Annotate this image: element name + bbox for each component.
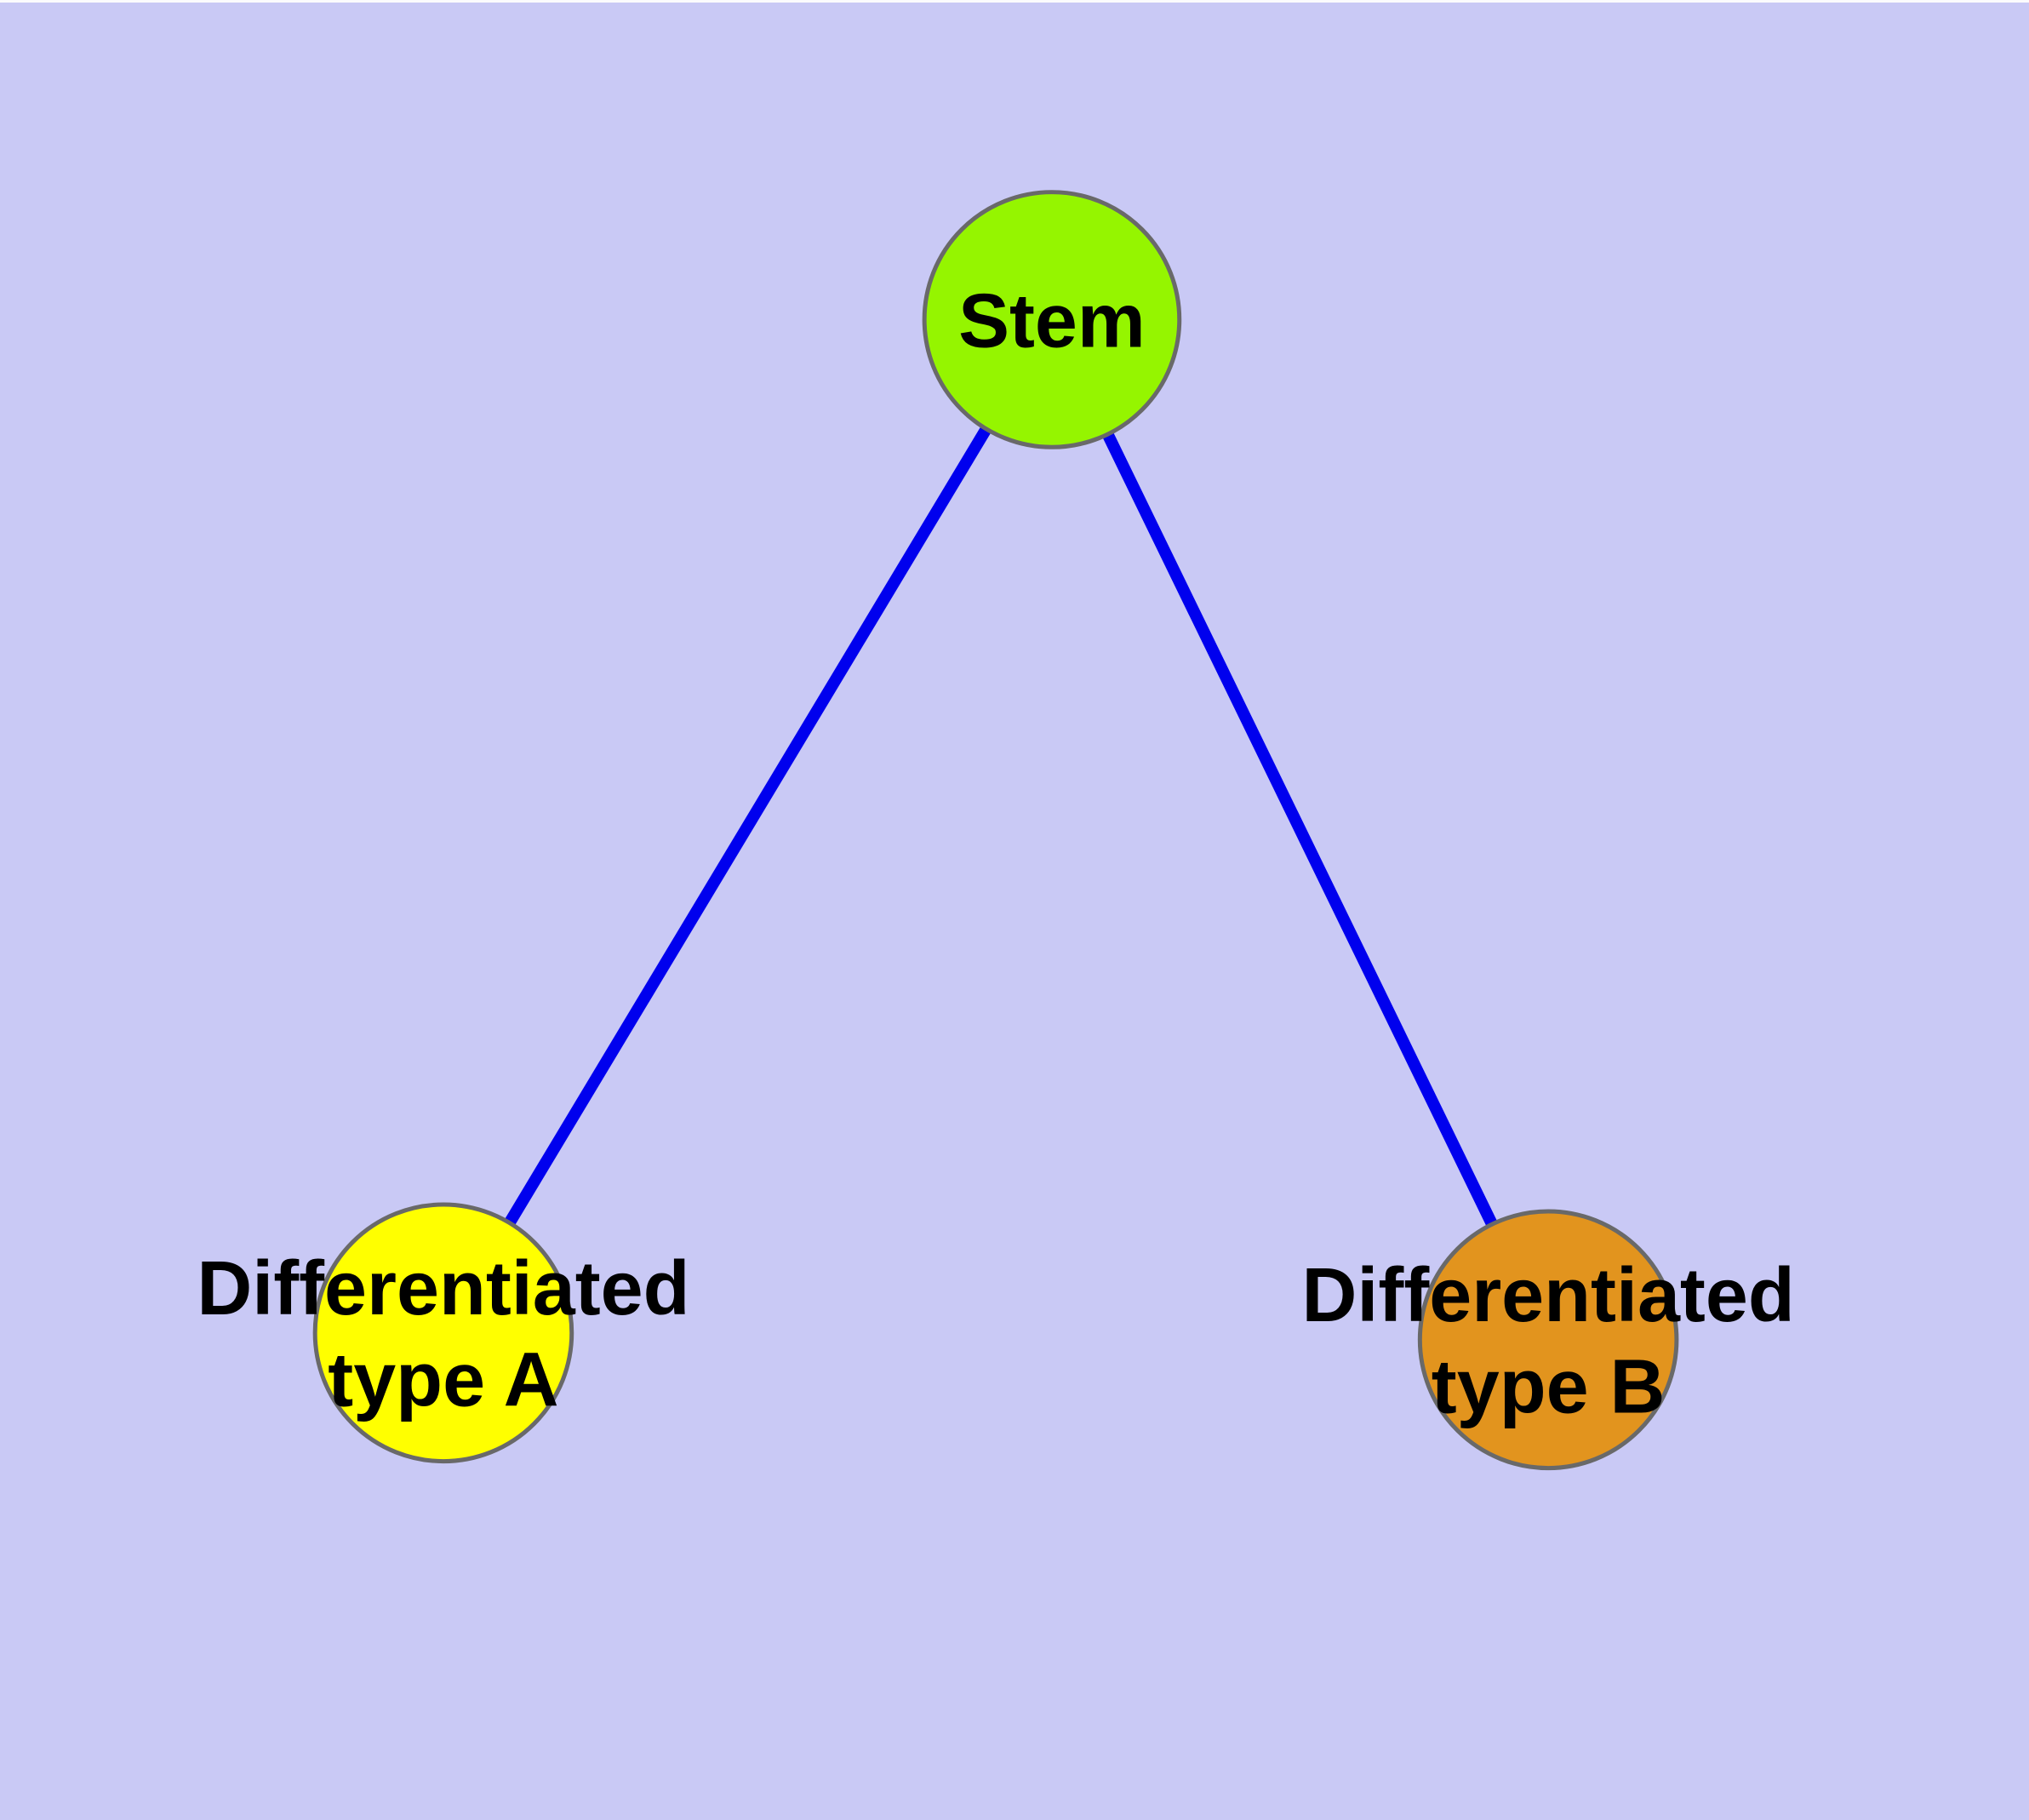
edge-stem-to-differentiated-type-a [437,316,1057,1336]
edge-stem-to-differentiated-type-b [1046,317,1554,1342]
node-differentiated-type-a-label-line-2: type A [328,1338,558,1423]
node-differentiated-type-b-label-line-1: Differentiated [1302,1253,1795,1338]
node-differentiated-type-a-label-line-1: Differentiated [197,1246,689,1331]
node-differentiated-type-b-label-line-2: type B [1432,1345,1666,1430]
node-differentiated-type-b-circle [1417,1209,1679,1471]
edges-layer [437,316,1554,1342]
node-stem-label-line-1: Stem [958,278,1146,363]
node-stem-circle [922,190,1182,449]
node-differentiated-type-a-circle [312,1202,574,1464]
node-stem-label: Stem [958,278,1146,363]
